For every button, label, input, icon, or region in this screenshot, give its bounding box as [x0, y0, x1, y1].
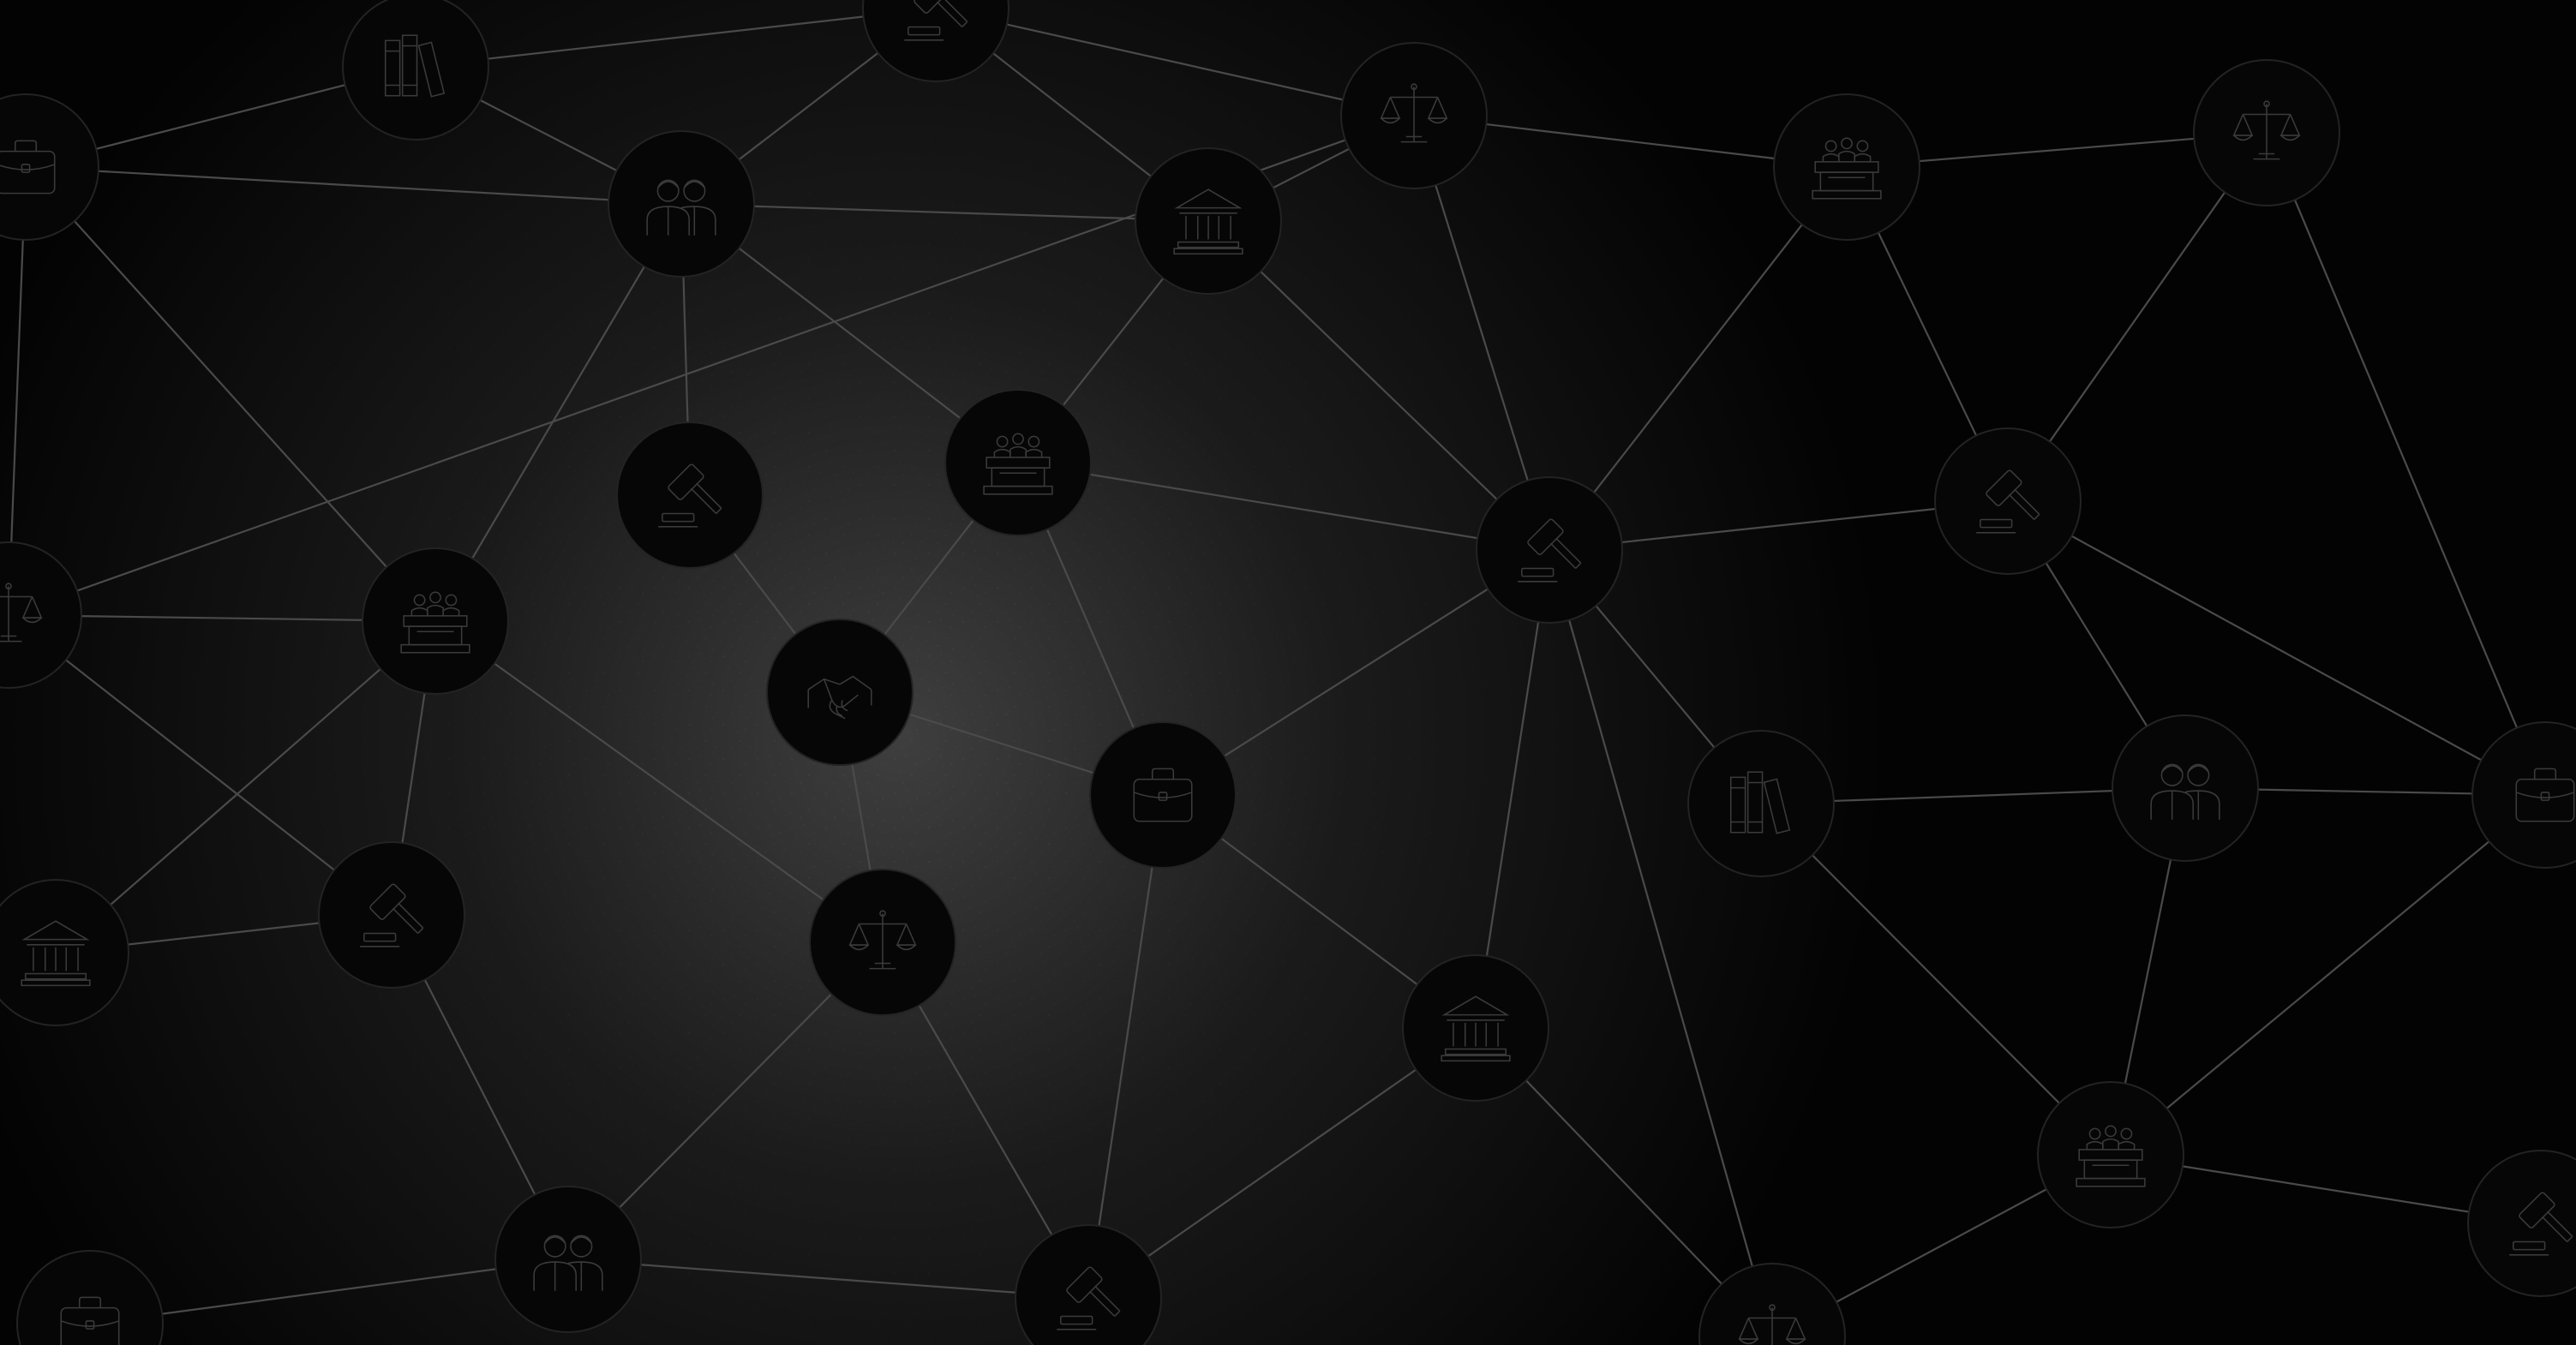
network-edge	[1087, 794, 1165, 1299]
node-disc	[766, 619, 914, 766]
node-disc	[1476, 476, 1623, 624]
network-node	[2112, 714, 2259, 862]
network-edge	[567, 1258, 1089, 1300]
network-edge	[1207, 220, 1550, 551]
network-node	[766, 619, 914, 766]
network-edge	[1549, 166, 1848, 551]
network-node	[1698, 1263, 1846, 1345]
node-disc	[494, 1186, 642, 1333]
node-disc	[608, 130, 755, 278]
network-node	[1687, 730, 1835, 877]
node-disc	[0, 93, 99, 241]
network-edge	[7, 166, 27, 616]
network-node	[16, 1250, 164, 1345]
network-edge	[1760, 803, 2112, 1156]
network-node	[318, 841, 465, 989]
network-node	[0, 879, 129, 1026]
node-disc	[318, 841, 465, 989]
network-edge	[680, 202, 1209, 223]
node-disc	[0, 879, 129, 1026]
network-edge	[2265, 132, 2547, 796]
network-edge	[1017, 461, 1550, 552]
network-node	[0, 93, 99, 241]
network-node	[1089, 721, 1237, 869]
network-edge	[2110, 794, 2546, 1156]
node-disc	[2467, 1150, 2576, 1297]
network-node	[2037, 1081, 2184, 1228]
network-node	[608, 130, 755, 278]
network-node	[862, 0, 1009, 82]
network-edge	[8, 614, 392, 916]
network-node	[2193, 59, 2340, 206]
network-node	[362, 547, 509, 695]
node-disc	[1089, 721, 1237, 869]
network-edge	[1412, 115, 1551, 551]
network-edge	[2007, 132, 2267, 502]
node-disc	[616, 421, 764, 569]
node-disc	[1934, 427, 2082, 575]
network-node	[1015, 1224, 1162, 1345]
network-node	[809, 869, 956, 1016]
network-node	[616, 421, 764, 569]
node-disc	[1015, 1224, 1162, 1345]
node-disc	[362, 547, 509, 695]
network-edge	[2007, 500, 2546, 796]
network-edge	[25, 166, 436, 622]
network-node	[494, 1186, 642, 1333]
network-node	[1773, 93, 1920, 241]
network-node	[1476, 476, 1623, 624]
network-edge	[935, 7, 1415, 117]
network-node	[2471, 721, 2576, 869]
node-disc	[2037, 1081, 2184, 1228]
network-edge	[1549, 499, 2009, 552]
network-node	[1934, 427, 2082, 575]
network-edge	[1087, 1027, 1477, 1299]
network-edge	[1548, 549, 1774, 1337]
network-node	[1340, 42, 1488, 189]
network-edge	[55, 620, 436, 953]
network-edge	[434, 620, 884, 943]
network-node	[342, 0, 489, 140]
network-edge	[1474, 549, 1551, 1029]
node-disc	[342, 0, 489, 140]
network-edge	[567, 942, 884, 1260]
network-edge	[434, 203, 682, 622]
node-disc	[944, 389, 1092, 536]
node-disc	[1773, 93, 1920, 241]
network-node	[944, 389, 1092, 536]
network-node	[1402, 954, 1549, 1102]
network-node	[1135, 147, 1282, 295]
network-edge	[1162, 549, 1550, 796]
network-edge	[89, 1258, 569, 1325]
network-node	[2467, 1150, 2576, 1297]
network-edge	[25, 165, 682, 206]
network-node	[0, 541, 82, 689]
node-disc	[2112, 714, 2259, 862]
node-disc	[1687, 730, 1835, 877]
network-edge	[415, 7, 937, 69]
